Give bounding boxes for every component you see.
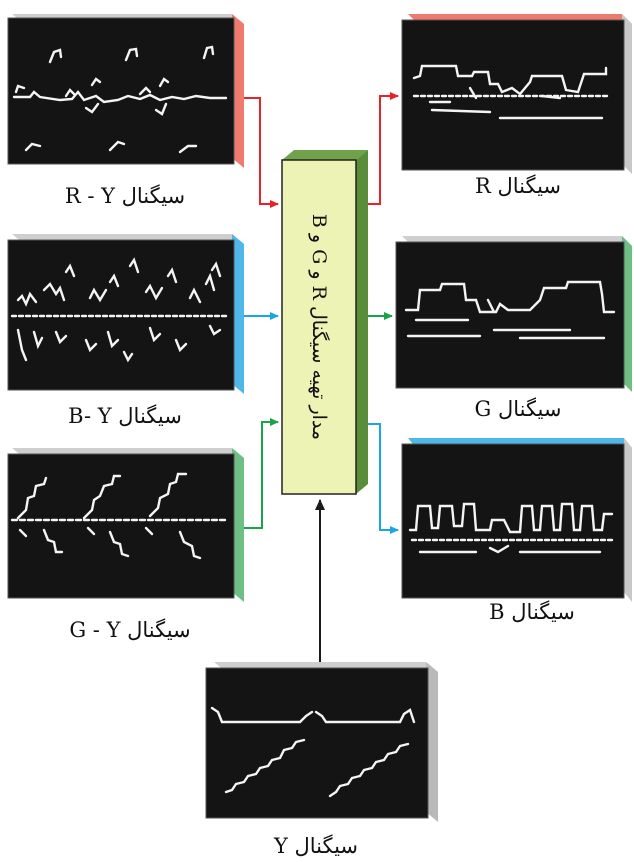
oscilloscope-screen-icon bbox=[10, 257, 230, 363]
connector-r-out bbox=[368, 92, 399, 205]
oscilloscope-screen-icon bbox=[12, 45, 228, 154]
screen-r bbox=[401, 14, 632, 174]
caption-r: سیگنال R bbox=[475, 174, 561, 198]
screen-b bbox=[401, 438, 632, 602]
screen-g bbox=[395, 236, 632, 392]
oscilloscope-screen-icon bbox=[404, 280, 616, 340]
caption-g: سیگنال G bbox=[475, 397, 562, 421]
oscilloscope-screen-icon bbox=[210, 706, 416, 798]
screen-y bbox=[205, 662, 438, 822]
oscilloscope-screen-icon bbox=[412, 64, 612, 120]
caption-b-minus-y: سیگنال B- Y bbox=[68, 404, 182, 428]
process-box-label: مدار تهیه سیگنال R و G و B bbox=[308, 214, 331, 440]
oscilloscope-screen-icon bbox=[408, 502, 614, 554]
caption-y: سیگنال Y bbox=[273, 834, 358, 858]
connector-r-minus-y bbox=[244, 97, 279, 208]
screen-r-minus-y bbox=[7, 14, 244, 168]
connector-b-out bbox=[368, 423, 399, 534]
caption-r-minus-y: سیگنال R - Y bbox=[65, 184, 185, 208]
caption-b: سیگنال B bbox=[489, 600, 575, 624]
oscilloscope-screen-icon bbox=[10, 472, 230, 560]
rgb-matrix-circuit-box bbox=[281, 150, 368, 495]
connector-g-minus-y bbox=[244, 418, 279, 529]
caption-g-minus-y: سیگنال G - Y bbox=[69, 618, 190, 642]
screen-g-minus-y bbox=[7, 448, 244, 602]
screen-b-minus-y bbox=[7, 234, 244, 394]
